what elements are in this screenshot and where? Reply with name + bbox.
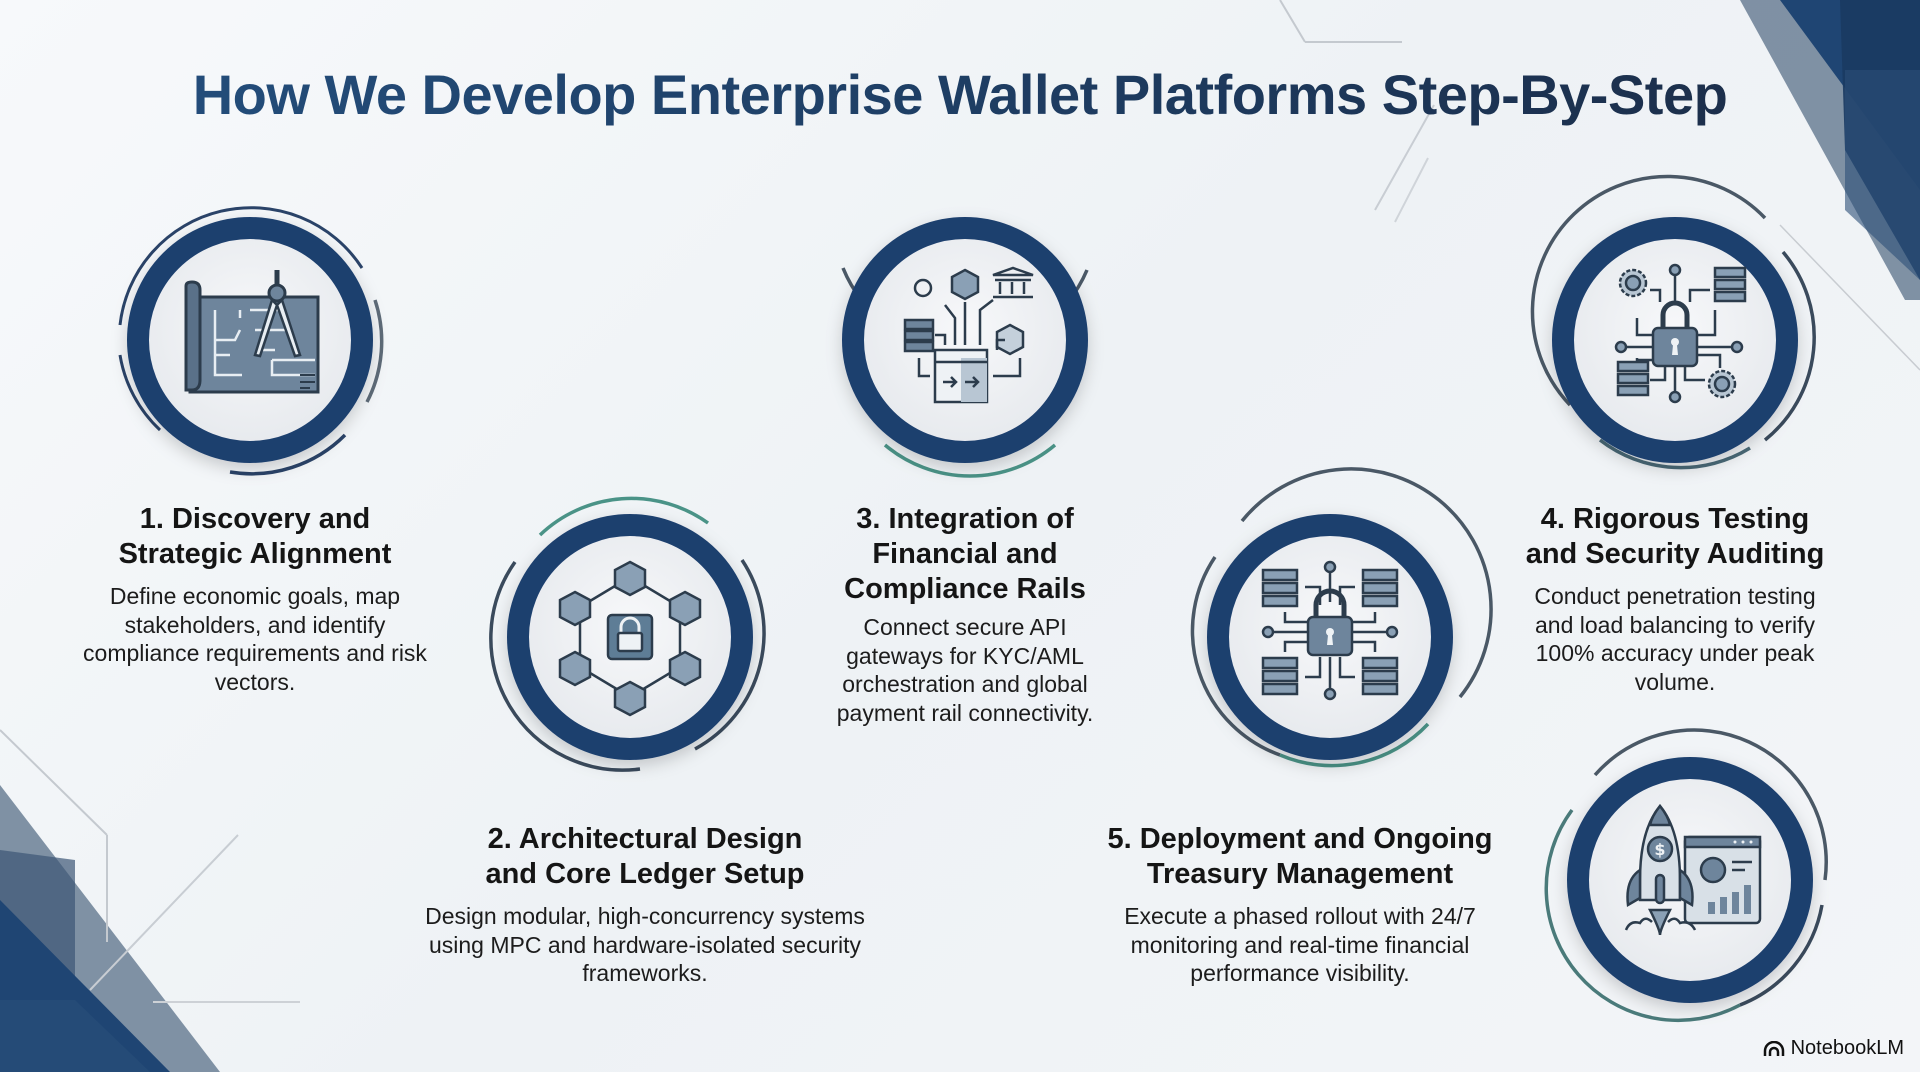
step-5-text: 5. Deployment and Ongoing Treasury Manag…	[1075, 822, 1525, 988]
step-3-badge	[815, 190, 1115, 490]
step-4-badge	[1525, 174, 1825, 490]
lock-gears-servers-icon	[1614, 263, 1747, 404]
page-title: How We Develop Enterprise Wallet Platfor…	[0, 62, 1920, 127]
step-3-description: Connect secure API gateways for KYC/AML …	[836, 614, 1094, 726]
blueprint-compass-icon	[184, 270, 320, 394]
step-4-description: Conduct penetration testing and load bal…	[1534, 583, 1816, 695]
step-4-title: 4. Rigorous Testing and Security Auditin…	[1525, 503, 1825, 570]
step-5-title: 5. Deployment and Ongoing Treasury Manag…	[1107, 823, 1493, 890]
step-2-badge	[480, 487, 780, 787]
step-1-description: Define economic goals, map stakeholders,…	[83, 583, 427, 695]
step-1-badge	[100, 190, 400, 490]
blockchain-lock-icon	[558, 560, 702, 717]
step-1-text: 1. Discovery and Strategic Alignment Def…	[70, 502, 440, 696]
step-5-badge: $	[1540, 728, 1840, 1030]
step-3-title: 3. Integration of Financial and Complian…	[844, 503, 1086, 605]
brand-watermark: NotebookLM	[1763, 1037, 1904, 1060]
api-integration-icon	[903, 266, 1034, 404]
security-servers-badge	[1180, 467, 1493, 787]
rocket-dashboard-icon: $	[1624, 803, 1762, 936]
brand-label: NotebookLM	[1790, 1037, 1904, 1059]
step-1-title: 1. Discovery and Strategic Alignment	[118, 503, 392, 570]
svg-text:$: $	[1654, 840, 1665, 859]
step-2-description: Design modular, high-concurrency systems…	[425, 903, 865, 986]
lock-servers-distribution-icon	[1261, 560, 1399, 701]
notebooklm-logo-icon	[1763, 1040, 1784, 1056]
step-2-text: 2. Architectural Design and Core Ledger …	[415, 822, 875, 988]
step-2-title: 2. Architectural Design and Core Ledger …	[485, 823, 805, 890]
step-3-text: 3. Integration of Financial and Complian…	[800, 502, 1130, 727]
step-4-text: 4. Rigorous Testing and Security Auditin…	[1490, 502, 1860, 696]
step-5-description: Execute a phased rollout with 24/7 monit…	[1124, 903, 1476, 986]
